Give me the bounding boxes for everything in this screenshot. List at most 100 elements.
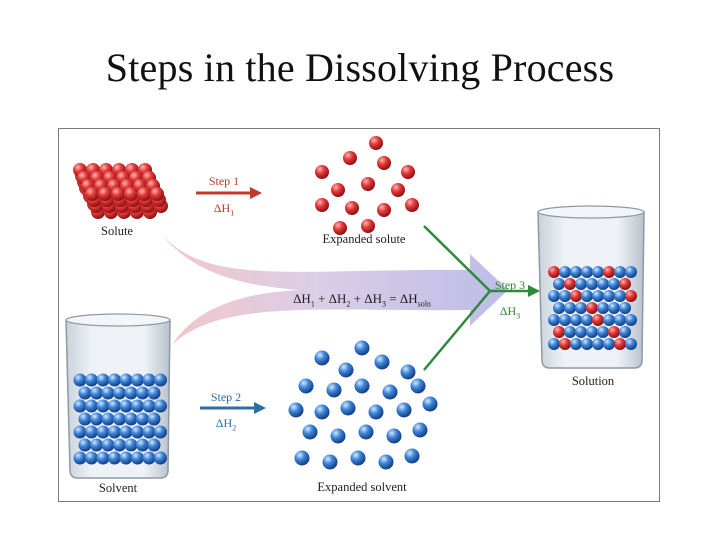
solution-solvent-particle: [597, 302, 609, 314]
solvent-particle: [142, 451, 156, 465]
solution-solvent-particle: [603, 338, 615, 350]
expanded-solute-particles: [315, 136, 419, 235]
expanded-solute-particle: [315, 165, 329, 179]
solvent-particle: [78, 386, 92, 400]
solution-solvent-particle: [614, 314, 626, 326]
solution-solute-particle: [625, 290, 637, 302]
solvent-particle: [73, 451, 87, 465]
solvent-particle: [124, 386, 138, 400]
solution-solute-particle: [614, 338, 626, 350]
expanded-solvent-particle: [354, 378, 370, 394]
step1-label: Step 1: [208, 174, 240, 188]
solution-solvent-particle: [619, 302, 631, 314]
solvent-particle: [131, 425, 144, 439]
step1-arrow: [196, 187, 262, 199]
solvent-particle: [147, 412, 161, 426]
solution-solvent-particle: [581, 338, 593, 350]
solution-solute-particle: [586, 302, 598, 314]
step3-label: Step 3: [494, 278, 526, 292]
solution-solvent-particle: [570, 266, 582, 278]
expanded-solute-particle: [369, 136, 383, 150]
solution-solute-particle: [603, 266, 615, 278]
step2-delta: ΔH2: [215, 416, 237, 433]
expanded-solvent-particle: [374, 354, 390, 370]
solution-solute-particle: [570, 290, 582, 302]
solvent-particle: [108, 373, 121, 387]
expanded-solvent-particle: [396, 402, 412, 418]
solution-solvent-particle: [553, 278, 565, 290]
solvent-particle: [90, 438, 103, 452]
solution-solvent-particle: [619, 326, 631, 338]
solution-solvent-particle: [608, 302, 620, 314]
solvent-particle: [113, 412, 126, 426]
solution-solvent-particle: [575, 326, 587, 338]
solvent-particle: [78, 412, 92, 426]
solution-solvent-particle: [597, 326, 609, 338]
solution-solvent-particle: [597, 278, 609, 290]
solution-solvent-particle: [548, 314, 560, 326]
expanded-solute-particle: [361, 177, 375, 191]
solution-solute-particle: [592, 314, 604, 326]
solvent-particle: [78, 438, 92, 452]
solution-solute-particle: [553, 326, 565, 338]
solvent-particle: [147, 386, 161, 400]
solvent-particle: [154, 399, 167, 413]
expanded-solvent-particle: [314, 404, 330, 420]
expanded-solute-particle: [377, 203, 391, 217]
solution-solvent-particle: [564, 302, 576, 314]
expanded-solvent-particle: [288, 402, 304, 418]
solution-solvent-particle: [548, 290, 560, 302]
solution-solvent-particle: [570, 338, 582, 350]
solvent-particle: [73, 399, 87, 413]
expanded-solvent-particle: [354, 340, 370, 356]
solvent-particle: [119, 425, 133, 439]
solvent-particle: [85, 373, 98, 387]
solvent-particle: [142, 399, 156, 413]
expanded-solvent-particle: [326, 382, 342, 398]
expanded-solvent-particles: [288, 340, 438, 470]
solute-particle: [85, 187, 99, 201]
enthalpy-equation: ΔH1 + ΔH2 + ΔH3 = ΔHsoln: [293, 291, 431, 309]
solution-solvent-particle: [575, 278, 587, 290]
expanded-solvent-particle: [298, 378, 314, 394]
solution-solvent-particle: [575, 302, 587, 314]
solvent-particle: [96, 373, 110, 387]
solvent-particle: [119, 373, 133, 387]
solvent-particle: [131, 399, 144, 413]
expanded-solvent-particle: [386, 428, 402, 444]
solute-label: Solute: [101, 224, 133, 238]
expanded-solute-particle: [405, 198, 419, 212]
expanded-solvent-particle: [314, 350, 330, 366]
expanded-solute-particle: [401, 165, 415, 179]
solution-solvent-particle: [592, 266, 604, 278]
solution-solvent-particle: [625, 338, 637, 350]
expanded-solvent-particle: [358, 424, 374, 440]
expanded-solute-particle: [345, 201, 359, 215]
solvent-particle: [101, 412, 115, 426]
solvent-particle: [131, 373, 144, 387]
solution-solvent-particle: [625, 266, 637, 278]
solution-solvent-particle: [614, 290, 626, 302]
solvent-particle: [142, 373, 156, 387]
solvent-particle: [96, 451, 110, 465]
solvent-particle: [124, 438, 138, 452]
solvent-particle: [85, 425, 98, 439]
solvent-particle: [96, 399, 110, 413]
solution-solvent-particle: [608, 278, 620, 290]
expanded-solvent-particle: [322, 454, 338, 470]
solvent-particle: [136, 412, 149, 426]
solvent-particle: [147, 438, 161, 452]
solvent-particle: [108, 451, 121, 465]
solute-particle: [111, 187, 125, 201]
solution-solvent-particle: [586, 278, 598, 290]
expanded-solvent-particle: [330, 428, 346, 444]
solvent-particle: [136, 386, 149, 400]
solute-cluster: [73, 163, 168, 219]
solute-particle: [98, 187, 112, 201]
solvent-particle: [90, 412, 103, 426]
solution-solvent-particle: [603, 314, 615, 326]
solvent-particle: [73, 373, 87, 387]
merge-band: [160, 232, 508, 345]
solution-solute-particle: [564, 278, 576, 290]
